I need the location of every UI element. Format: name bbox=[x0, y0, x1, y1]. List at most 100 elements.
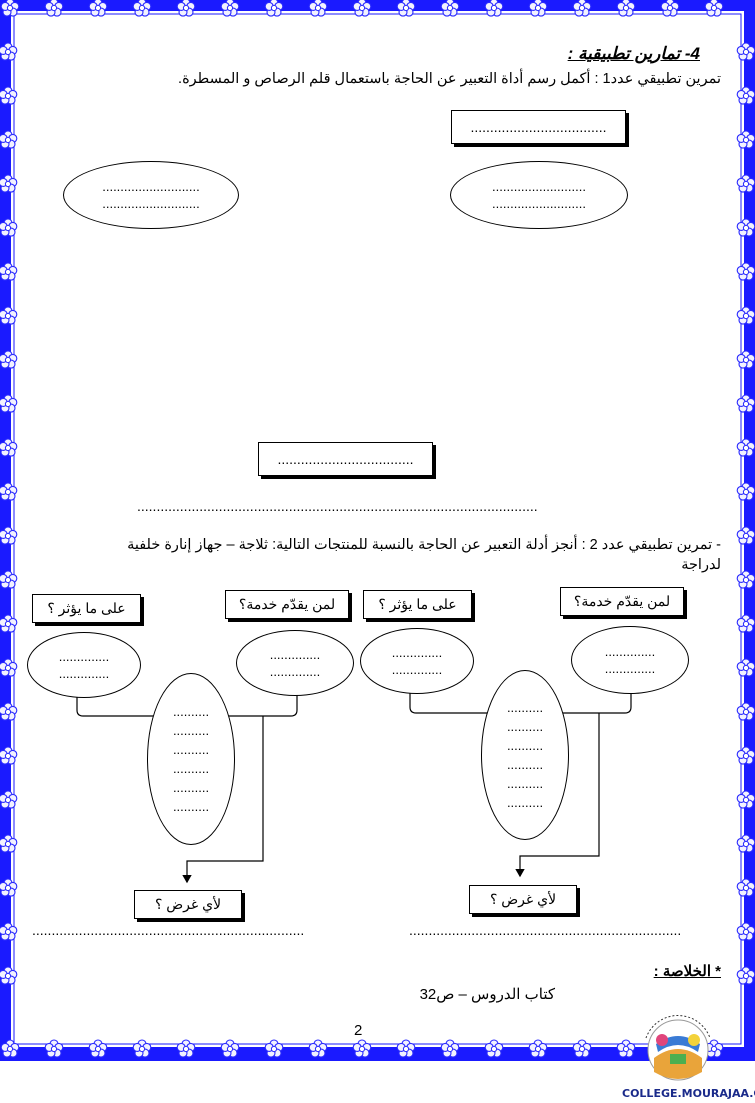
ellipse-dotted-line: .............. bbox=[391, 662, 443, 677]
flower-icon bbox=[0, 306, 18, 325]
ellipse-dotted-line: .............. bbox=[604, 661, 656, 676]
exercise1-answer-line: ........................................… bbox=[137, 498, 538, 514]
flower-icon bbox=[484, 0, 504, 17]
ellipse-dotted-line: .......... bbox=[172, 761, 210, 776]
ellipse-dotted-line: .......... bbox=[172, 723, 210, 738]
flower-icon bbox=[308, 0, 328, 17]
flower-icon bbox=[736, 614, 755, 633]
flower-icon bbox=[736, 218, 755, 237]
flower-icon bbox=[44, 0, 64, 17]
ellipse-dotted-line: .......... bbox=[506, 776, 544, 791]
right-on-what-ellipse: .............. .............. bbox=[360, 628, 474, 694]
right-on-what-box: على ما يؤثر ؟ bbox=[363, 590, 472, 619]
right-who-box: لمن يقدّم خدمة؟ bbox=[560, 587, 684, 616]
flower-icon bbox=[736, 394, 755, 413]
right-center-ellipse: .......... .......... .......... .......… bbox=[481, 670, 569, 840]
ellipse-dotted-line: .......... bbox=[506, 700, 544, 715]
flower-icon bbox=[88, 1039, 108, 1058]
flower-icon bbox=[736, 482, 755, 501]
flower-icon bbox=[0, 42, 18, 61]
flower-icon bbox=[132, 0, 152, 17]
site-logo-icon bbox=[645, 1014, 711, 1081]
flower-icon bbox=[484, 1039, 504, 1058]
exercise1-left-ellipse: ........................... ............… bbox=[63, 161, 239, 229]
flower-icon bbox=[0, 570, 18, 589]
flower-icon bbox=[396, 1039, 416, 1058]
flower-icon bbox=[736, 350, 755, 369]
flower-icon bbox=[736, 834, 755, 853]
left-who-box: لمن يقدّم خدمة؟ bbox=[225, 590, 349, 619]
ellipse-dotted-line: .............. bbox=[269, 664, 321, 679]
right-purpose-box: لأي غرض ؟ bbox=[469, 885, 577, 914]
ellipse-dotted-line: ........................... bbox=[102, 179, 200, 194]
flower-icon bbox=[736, 878, 755, 897]
flower-icon bbox=[736, 86, 755, 105]
left-center-ellipse: .......... .......... .......... .......… bbox=[147, 673, 235, 845]
left-on-what-box: على ما يؤثر ؟ bbox=[32, 594, 141, 623]
exercise1-instruction: تمرين تطبيقي عدد1 : أكمل رسم أداة التعبي… bbox=[178, 71, 721, 87]
flower-icon bbox=[0, 878, 18, 897]
exercise2-instruction-cont: لدراجة bbox=[681, 557, 721, 573]
flower-icon bbox=[572, 1039, 592, 1058]
flower-icon bbox=[736, 922, 755, 941]
flower-icon bbox=[0, 262, 18, 281]
flower-icon bbox=[0, 526, 18, 545]
flower-icon bbox=[0, 350, 18, 369]
ellipse-dotted-line: .............. bbox=[58, 649, 110, 664]
flower-icon bbox=[440, 0, 460, 17]
left-on-what-ellipse: .............. .............. bbox=[27, 632, 141, 698]
ellipse-dotted-line: .......... bbox=[506, 719, 544, 734]
flower-icon bbox=[736, 306, 755, 325]
flower-icon bbox=[616, 0, 636, 17]
left-purpose-box: لأي غرض ؟ bbox=[134, 890, 242, 919]
flower-icon bbox=[0, 834, 18, 853]
ellipse-dotted-line: .......... bbox=[172, 799, 210, 814]
flower-icon bbox=[528, 0, 548, 17]
left-answer-line: ........................................… bbox=[32, 922, 305, 938]
flower-icon bbox=[44, 1039, 64, 1058]
summary-title: * الخلاصة : bbox=[653, 963, 721, 980]
summary-reference: كتاب الدروس – ص32 bbox=[419, 986, 555, 1003]
flower-icon bbox=[0, 0, 20, 17]
flower-icon bbox=[736, 702, 755, 721]
ellipse-dotted-line: .......... bbox=[506, 795, 544, 810]
flower-icon bbox=[396, 0, 416, 17]
ellipse-dotted-line: ........................... bbox=[102, 196, 200, 211]
right-answer-line: ........................................… bbox=[409, 922, 682, 938]
ellipse-dotted-line: .......................... bbox=[492, 179, 586, 194]
ellipse-dotted-line: .............. bbox=[391, 645, 443, 660]
left-who-ellipse: .............. .............. bbox=[236, 630, 354, 696]
flower-icon bbox=[0, 790, 18, 809]
flower-icon bbox=[660, 0, 680, 17]
flower-icon bbox=[736, 42, 755, 61]
flower-icon bbox=[0, 218, 18, 237]
flower-icon bbox=[736, 262, 755, 281]
flower-icon bbox=[0, 1039, 20, 1058]
flower-icon bbox=[264, 0, 284, 17]
flower-icon bbox=[0, 614, 18, 633]
flower-icon bbox=[736, 438, 755, 457]
flower-icon bbox=[528, 1039, 548, 1058]
ellipse-dotted-line: .......... bbox=[172, 780, 210, 795]
flower-icon bbox=[88, 0, 108, 17]
flower-icon bbox=[572, 0, 592, 17]
flower-icon bbox=[736, 130, 755, 149]
flower-icon bbox=[308, 1039, 328, 1058]
flower-icon bbox=[220, 0, 240, 17]
ellipse-dotted-line: .............. bbox=[269, 647, 321, 662]
flower-icon bbox=[264, 1039, 284, 1058]
flower-icon bbox=[0, 394, 18, 413]
flower-icon bbox=[736, 570, 755, 589]
right-who-ellipse: .............. .............. bbox=[571, 626, 689, 694]
ellipse-dotted-line: .......... bbox=[172, 742, 210, 757]
flower-icon bbox=[736, 658, 755, 677]
flower-icon bbox=[736, 174, 755, 193]
flower-icon bbox=[132, 1039, 152, 1058]
flower-icon bbox=[736, 746, 755, 765]
logo-caption: COLLEGE.MOURAJAA.COM bbox=[622, 1087, 755, 1100]
flower-icon bbox=[440, 1039, 460, 1058]
flower-icon bbox=[0, 922, 18, 941]
flower-icon bbox=[0, 658, 18, 677]
exercise2-instruction: - تمرين تطبيقي عدد 2 : أنجز أدلة التعبير… bbox=[127, 537, 721, 553]
exercise1-right-ellipse: .......................... .............… bbox=[450, 161, 628, 229]
